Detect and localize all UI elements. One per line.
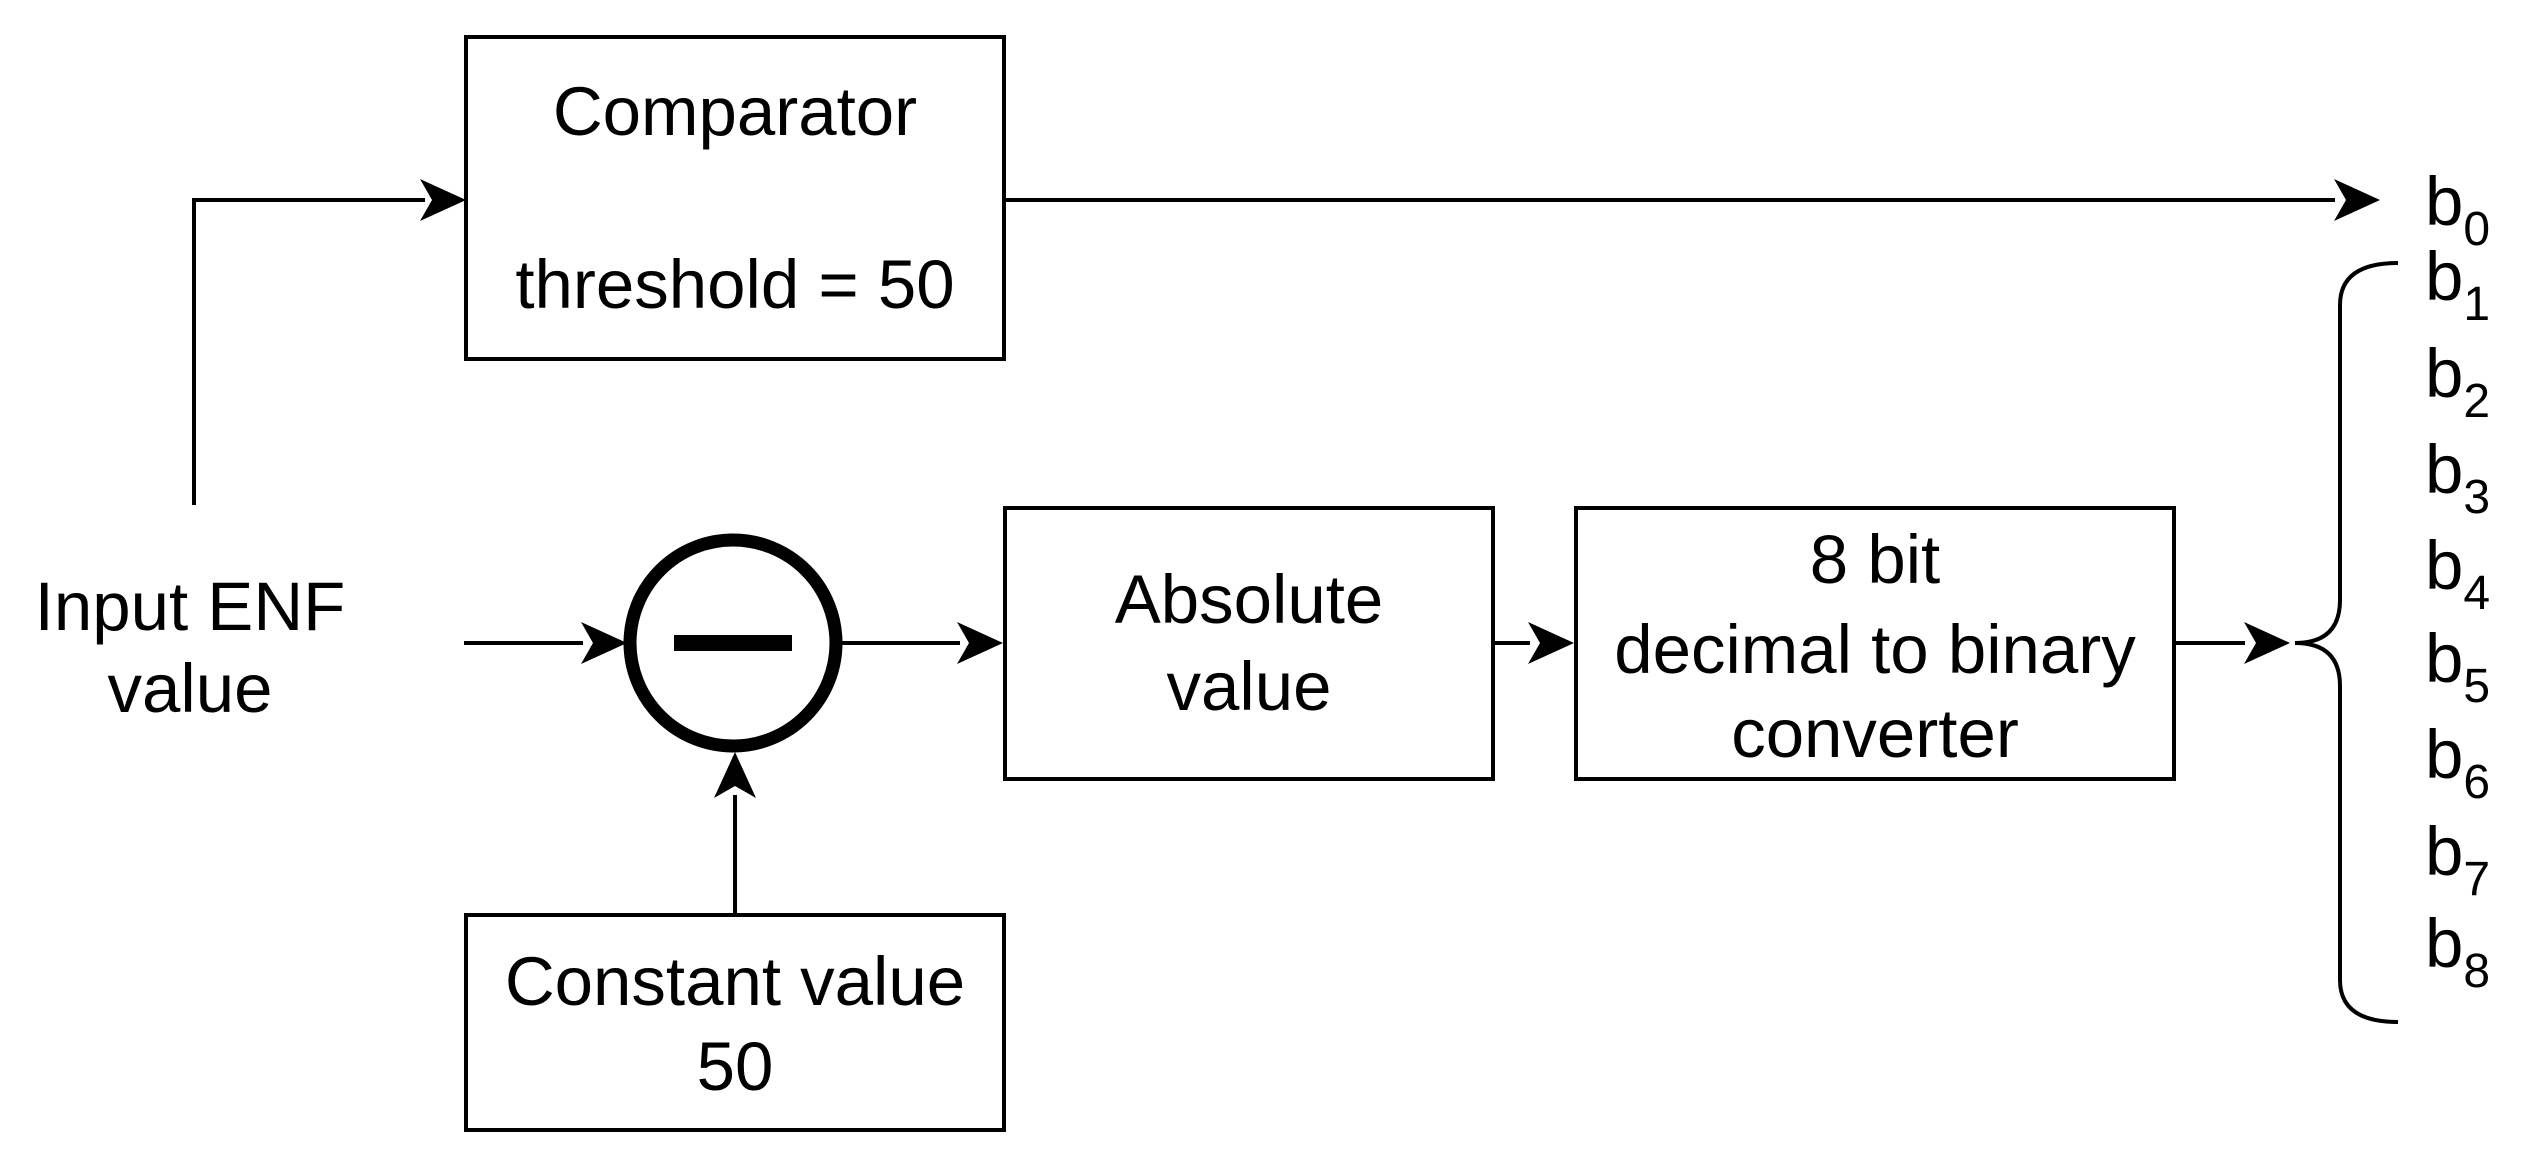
comparator-box xyxy=(464,35,1006,361)
constant-label-line2: 50 xyxy=(697,1028,774,1105)
converter-label-line2: decimal to binary xyxy=(1614,611,2136,688)
output-bit-label: b0 xyxy=(2425,163,2490,256)
output-bit-label: b8 xyxy=(2425,905,2490,998)
absolute-box xyxy=(1003,506,1495,781)
output-bit-label: b1 xyxy=(2425,238,2490,331)
absolute-label-line1: Absolute xyxy=(1115,561,1384,638)
absolute-block: Absolute value xyxy=(1003,506,1495,781)
converter-box xyxy=(1574,506,2176,781)
converter-label-line1: 8 bit xyxy=(1810,521,1940,598)
output-bit-label: b5 xyxy=(2425,620,2490,713)
output-bit-index: 5 xyxy=(2463,660,2490,713)
output-bit-base: b xyxy=(2425,238,2463,315)
absolute-to-converter-arrow xyxy=(1493,622,1574,664)
output-bit-base: b xyxy=(2425,905,2463,982)
converter-label-line3: converter xyxy=(1731,695,2019,772)
constant-to-subtractor-arrow xyxy=(714,752,756,915)
output-bit-index: 6 xyxy=(2463,756,2490,809)
input-label-line1: Input ENF xyxy=(35,568,346,645)
absolute-label-line2: value xyxy=(1167,648,1332,725)
input-label: Input ENF value xyxy=(35,568,346,727)
constant-block: Constant value 50 xyxy=(464,913,1006,1132)
output-bit-index: 3 xyxy=(2463,471,2490,524)
constant-label-line1: Constant value xyxy=(505,943,965,1020)
output-bit-base: b xyxy=(2425,335,2463,412)
subtractor-node xyxy=(623,533,843,753)
output-bit-index: 1 xyxy=(2463,278,2490,331)
output-bit-base: b xyxy=(2425,431,2463,508)
minus-icon xyxy=(674,635,792,651)
input-to-comparator-arrow xyxy=(192,179,466,505)
converter-output-arrow xyxy=(2174,622,2290,664)
output-bit-index: 7 xyxy=(2463,853,2490,906)
output-bit-label: b7 xyxy=(2425,813,2490,906)
output-bit-index: 0 xyxy=(2463,203,2490,256)
subtractor-to-absolute-arrow xyxy=(840,622,1003,664)
comparator-output-arrow xyxy=(1004,179,2380,221)
output-bit-label: b3 xyxy=(2425,431,2490,524)
output-bit-base: b xyxy=(2425,620,2463,697)
output-bit-base: b xyxy=(2425,527,2463,604)
constant-box xyxy=(464,913,1006,1132)
input-to-subtractor-arrow xyxy=(464,622,627,664)
converter-block: 8 bit decimal to binary converter xyxy=(1574,506,2176,781)
output-bit-index: 4 xyxy=(2463,567,2490,620)
output-bit-label: b2 xyxy=(2425,335,2490,428)
comparator-block: Comparator threshold = 50 xyxy=(464,35,1006,361)
comparator-threshold: threshold = 50 xyxy=(515,246,954,323)
output-bit-base: b xyxy=(2425,163,2463,240)
output-bit-label: b4 xyxy=(2425,527,2490,620)
output-brace xyxy=(2294,261,2399,1024)
comparator-title: Comparator xyxy=(553,73,917,150)
output-bit-index: 2 xyxy=(2463,375,2490,428)
output-bit-base: b xyxy=(2425,716,2463,793)
output-bit-index: 8 xyxy=(2463,945,2490,998)
input-label-line2: value xyxy=(108,650,273,727)
output-bit-base: b xyxy=(2425,813,2463,890)
output-bit-label: b6 xyxy=(2425,716,2490,809)
